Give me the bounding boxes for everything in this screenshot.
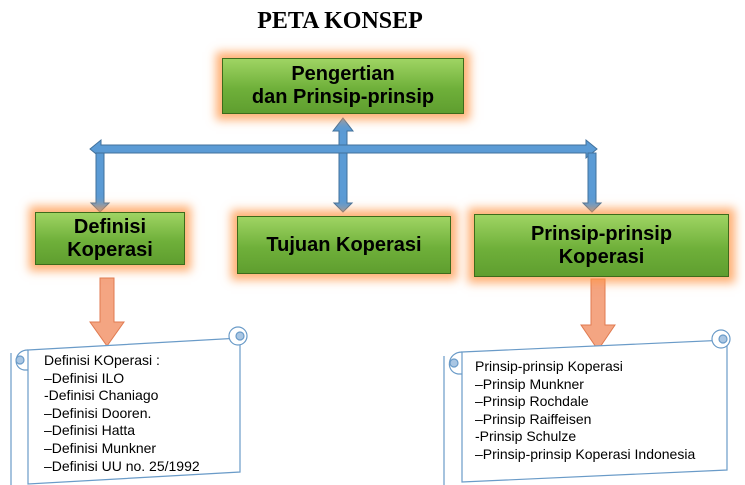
list-item: –Definisi UU no. 25/1992 — [44, 457, 200, 474]
list-item: -Definisi Chaniago — [44, 387, 159, 404]
left-scroll-shape — [10, 326, 248, 485]
arrow-down-middle — [332, 152, 354, 213]
right-scroll-list: Prinsip-prinsip Koperasi –Prinsip Munkne… — [475, 358, 695, 464]
list-item: –Prinsip Raiffeisen — [475, 410, 592, 427]
list-item: Definisi KOperasi : — [44, 352, 160, 368]
node-prinsip-koperasi: Prinsip-prinsip Koperasi — [474, 214, 729, 277]
salmon-arrow-group — [89, 277, 616, 351]
node-definisi-label: Definisi Koperasi — [67, 215, 153, 261]
node-definisi-koperasi: Definisi Koperasi — [35, 212, 185, 265]
arrow-up-to-top — [331, 117, 355, 146]
left-scroll-list: Definisi KOperasi : –Definisi ILO -Defin… — [44, 352, 200, 475]
list-item: –Definisi ILO — [44, 369, 125, 386]
salmon-arrow-left — [89, 277, 125, 347]
node-prinsip-label: Prinsip-prinsip Koperasi — [530, 222, 673, 268]
list-item: –Definisi Munkner — [44, 439, 157, 456]
list-item: –Prinsip Rochdale — [475, 393, 589, 410]
salmon-arrow-right — [580, 278, 616, 351]
node-pengertian: Pengertian dan Prinsip-prinsip — [222, 58, 464, 114]
list-item: -Prinsip Schulze — [475, 428, 577, 445]
arrow-down-left — [89, 152, 111, 213]
list-item: –Prinsip Munkner — [475, 375, 584, 392]
node-pengertian-label: Pengertian dan Prinsip-prinsip — [251, 63, 435, 108]
right-scroll-shape — [443, 329, 731, 485]
arrow-down-right — [581, 152, 603, 213]
blue-connector-group — [89, 117, 603, 213]
list-item: –Prinsip-prinsip Koperasi Indonesia — [475, 445, 696, 462]
node-tujuan-koperasi: Tujuan Koperasi — [237, 216, 451, 274]
list-item: –Definisi Dooren. — [44, 404, 152, 421]
list-item: Prinsip-prinsip Koperasi — [475, 358, 623, 374]
list-item: –Definisi Hatta — [44, 422, 136, 439]
node-tujuan-label: Tujuan Koperasi — [266, 233, 422, 256]
page-title: PETA KONSEP — [257, 8, 423, 34]
